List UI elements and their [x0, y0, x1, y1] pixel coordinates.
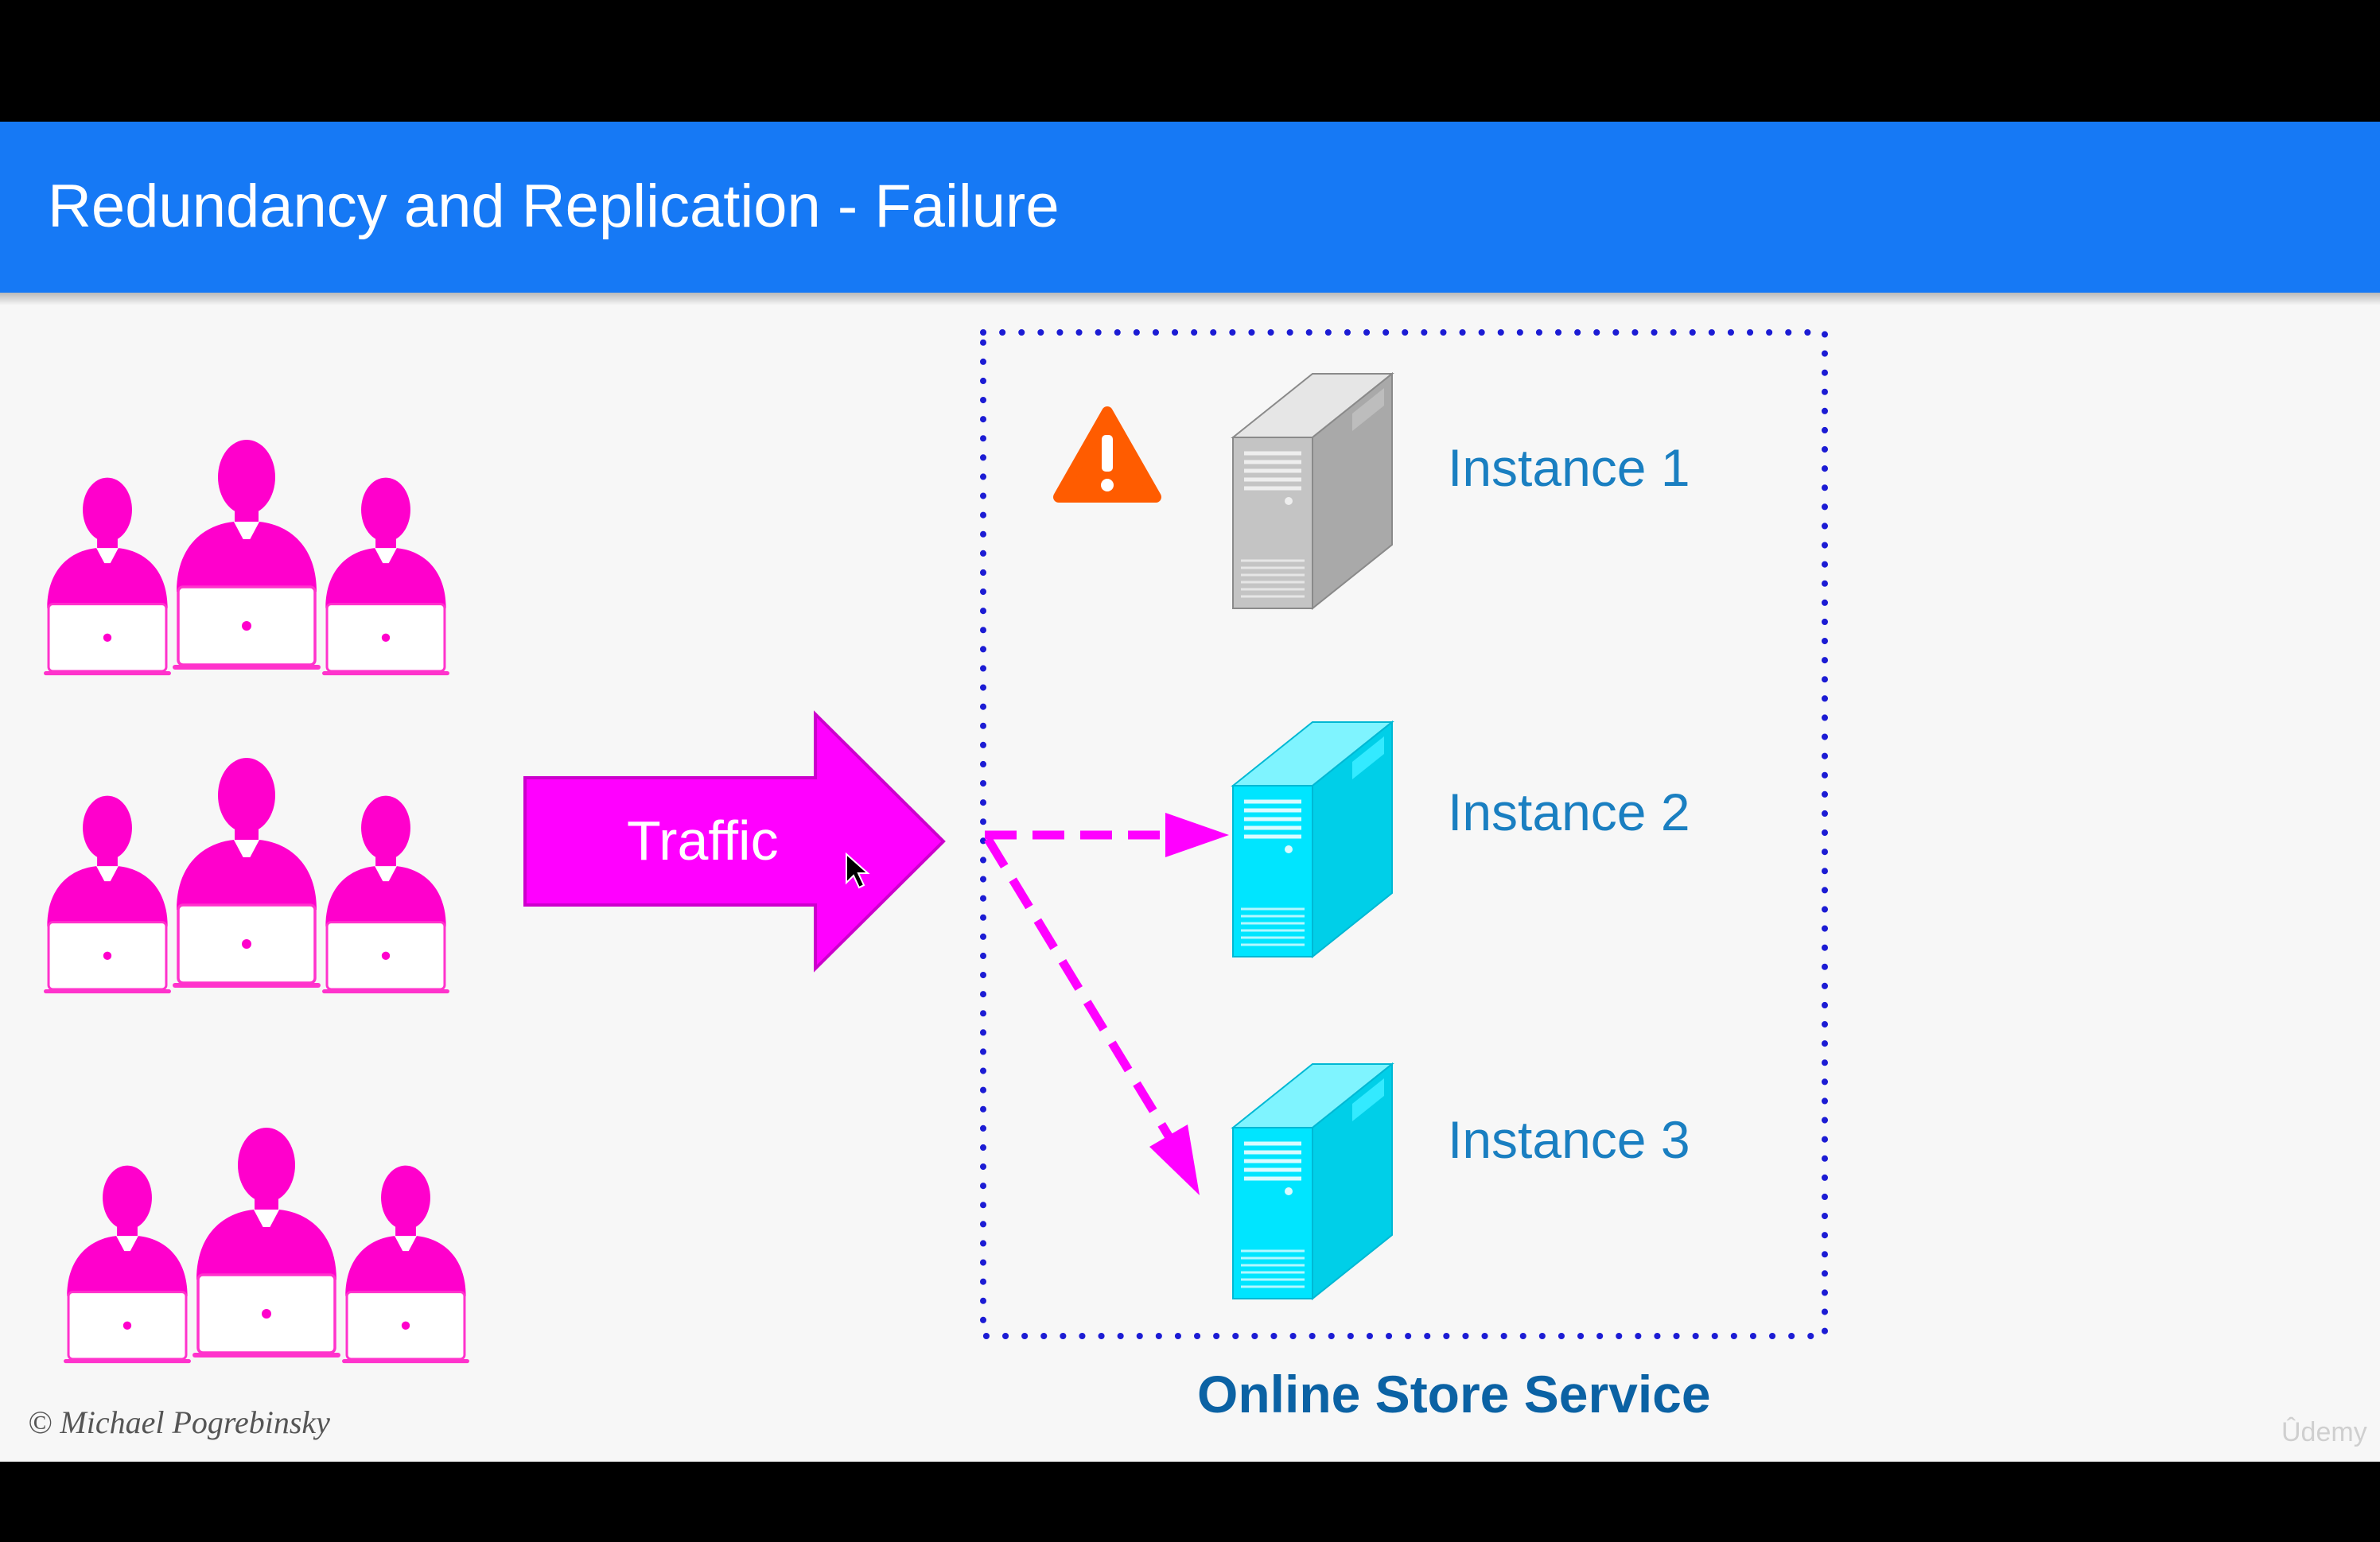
routing-arrows: [984, 813, 1229, 1195]
service-label: Online Store Service: [1197, 1365, 1711, 1424]
mouse-cursor-icon: [846, 852, 870, 889]
instance-2-label: Instance 2: [1448, 783, 1690, 841]
traffic-arrow-icon: [523, 710, 946, 973]
slide-title: Redundancy and Replication - Failure: [48, 173, 1060, 240]
warning-icon: [1053, 406, 1161, 503]
instance-1-label: Instance 1: [1448, 438, 1690, 497]
copyright-text: © Michael Pogrebinsky: [28, 1404, 330, 1440]
service-boundary: [980, 329, 1828, 1339]
server-icon-failed: [1231, 371, 1394, 611]
traffic-label: Traffic: [627, 810, 779, 872]
server-icon-healthy: [1231, 1062, 1394, 1301]
header-bar: [0, 122, 2380, 293]
server-icon-healthy: [1231, 720, 1394, 959]
udemy-watermark: Ûdemy: [2281, 1417, 2367, 1447]
instance-3-label: Instance 3: [1448, 1110, 1690, 1169]
